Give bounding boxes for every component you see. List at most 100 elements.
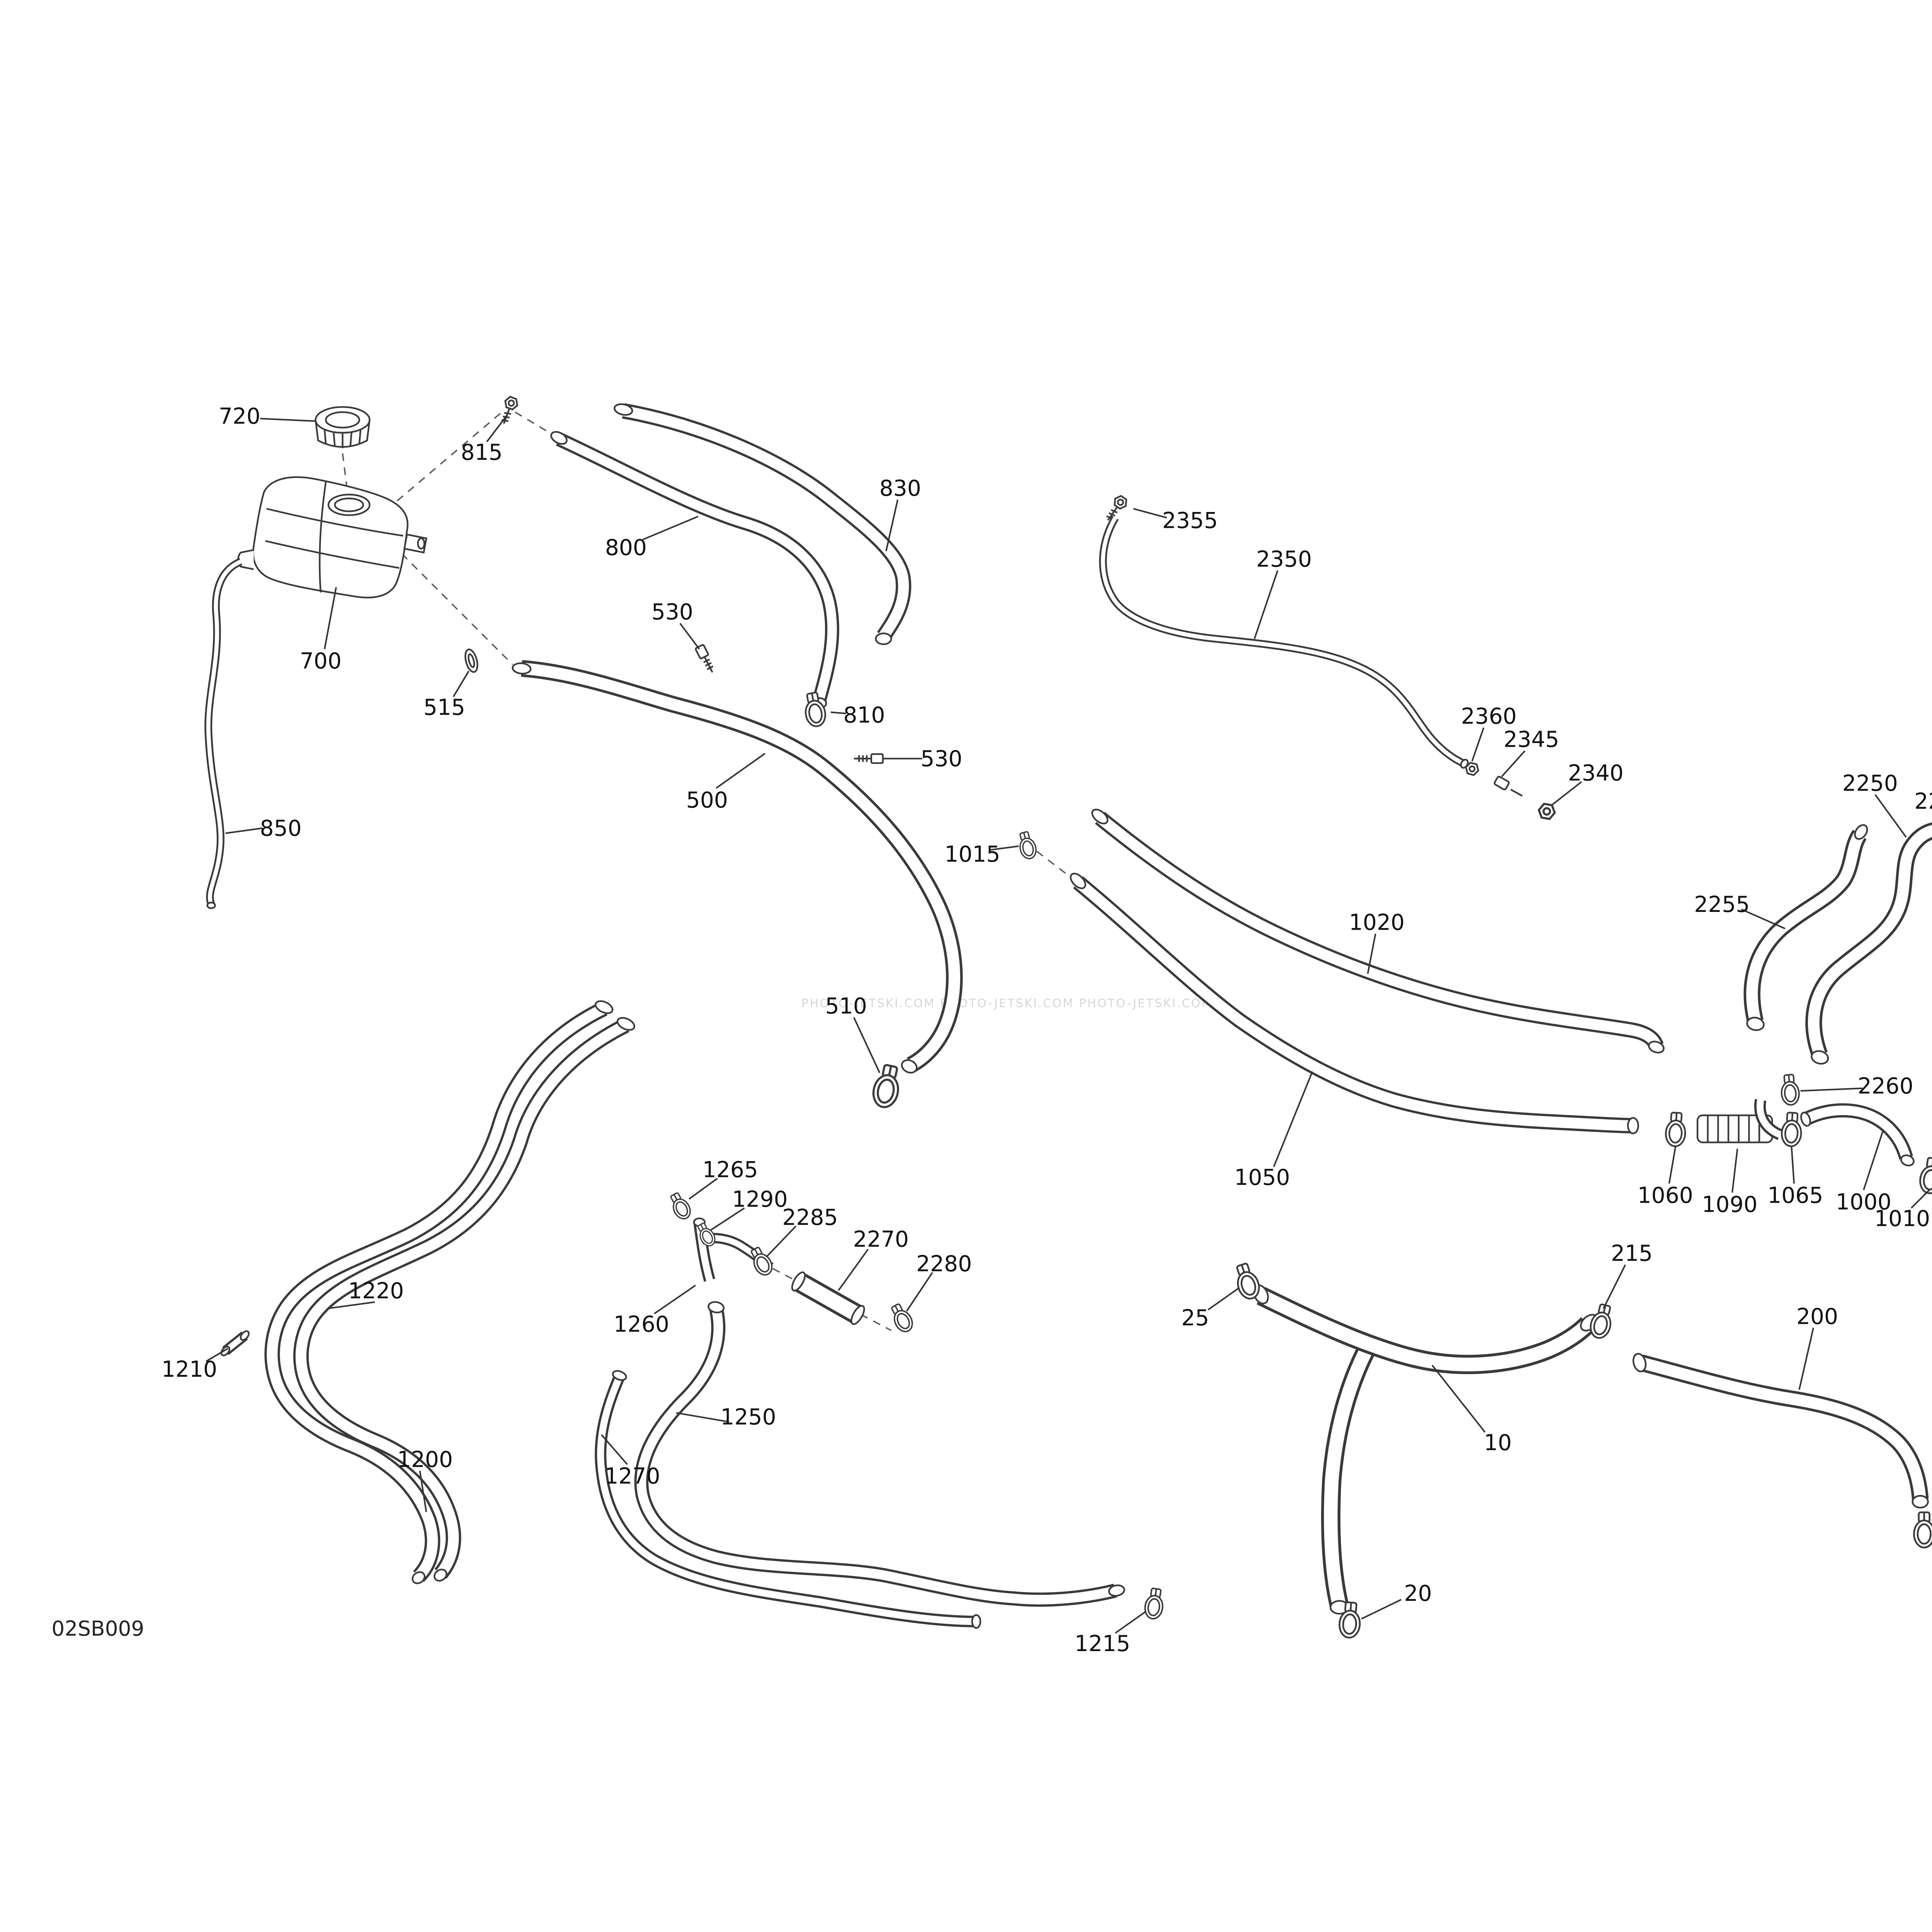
- hose-1050: [1070, 872, 1639, 1134]
- leader-line-1015: [989, 845, 1019, 851]
- hose-200: [1632, 1353, 1929, 1509]
- leader-line-1050: [1273, 1071, 1313, 1167]
- y-hose-10: [1253, 1284, 1599, 1615]
- clamp-1215: [1143, 1587, 1166, 1621]
- part-label-1000: 1000: [1836, 1189, 1891, 1215]
- part-label-1270: 1270: [604, 1464, 660, 1489]
- part-label-530: 530: [920, 746, 962, 772]
- hose-1020: [1091, 808, 1665, 1054]
- leader-line-1000: [1863, 1130, 1884, 1190]
- clamp-2260: [1779, 1073, 1801, 1107]
- leader-line-515: [452, 670, 469, 697]
- part-label-1010: 1010: [1874, 1206, 1930, 1231]
- leader-line-2340: [1551, 781, 1582, 806]
- leader-line-2360: [1471, 727, 1485, 762]
- part-label-1050: 1050: [1234, 1165, 1290, 1190]
- part-label-2345: 2345: [1503, 727, 1559, 752]
- leader-line-800: [642, 515, 699, 541]
- clamp-1060: [1665, 1112, 1686, 1147]
- leader-line-850: [225, 827, 263, 834]
- part-label-2360: 2360: [1461, 704, 1517, 729]
- leader-line-1200: [419, 1471, 427, 1512]
- reservoir-cap-720: [315, 406, 371, 448]
- leader-line-2270: [838, 1248, 869, 1291]
- part-label-1210: 1210: [162, 1357, 217, 1382]
- clamp-2285: [747, 1244, 776, 1279]
- part-label-1220: 1220: [348, 1278, 404, 1304]
- part-label-1060: 1060: [1638, 1183, 1693, 1208]
- hose-1270: [595, 1370, 981, 1629]
- leader-line-2250: [1874, 794, 1907, 838]
- part-label-2270: 2270: [853, 1226, 909, 1252]
- hose-1200: [293, 1017, 635, 1582]
- leader-line-2285: [765, 1225, 797, 1258]
- fitting-2345: [1493, 776, 1523, 797]
- leader-line-25: [1208, 1287, 1240, 1311]
- watermark-text: PHOTO-JETSKI.COM PHOTO-JETSKI.COM PHOTO-…: [801, 997, 1213, 1010]
- hose-1220: [264, 1000, 614, 1584]
- leader-line-1260: [654, 1284, 696, 1315]
- part-label-1290: 1290: [732, 1187, 787, 1212]
- leader-line-200: [1798, 1327, 1814, 1390]
- hose-830: [614, 403, 912, 645]
- leader-line-2280: [906, 1272, 933, 1312]
- part-label-2250: 2250: [1842, 771, 1898, 796]
- leader-line-1010: [1910, 1189, 1930, 1209]
- leader-line-510: [853, 1017, 881, 1073]
- part-label-200: 200: [1796, 1304, 1838, 1329]
- elbow-fitting-2260: [1754, 1099, 1782, 1140]
- leader-line-1020: [1367, 934, 1376, 974]
- leader-line-1060: [1668, 1146, 1677, 1184]
- part-label-10: 10: [1484, 1430, 1512, 1456]
- part-label-700: 700: [300, 648, 342, 674]
- leader-line-1090: [1731, 1148, 1738, 1193]
- part-label-1015: 1015: [944, 842, 1000, 867]
- clamp-1015: [1015, 830, 1039, 861]
- leader-line-720: [260, 418, 316, 422]
- part-label-20: 20: [1404, 1581, 1432, 1606]
- leader-line-1265: [689, 1178, 718, 1200]
- leader-line-2260: [1800, 1087, 1862, 1092]
- part-label-2285: 2285: [782, 1205, 838, 1230]
- part-label-1200: 1200: [397, 1447, 453, 1472]
- hose-2350: [1099, 515, 1469, 769]
- clamp-2280: [887, 1301, 917, 1335]
- tube-2270: [791, 1271, 865, 1325]
- clamp-215: [1588, 1303, 1615, 1340]
- leader-line-2350: [1253, 570, 1279, 639]
- hose-850: [204, 558, 243, 909]
- part-label-1090: 1090: [1702, 1192, 1757, 1217]
- part-label-1215: 1215: [1075, 1631, 1130, 1656]
- part-label-2350: 2350: [1256, 547, 1312, 572]
- part-label-1020: 1020: [1349, 910, 1405, 935]
- stub-1210: [220, 1330, 250, 1357]
- hose-2255: [1743, 824, 1868, 1031]
- part-label-515: 515: [423, 695, 465, 720]
- leader-line-1270: [601, 1434, 628, 1465]
- reservoir-tank-700: [237, 476, 427, 599]
- leader-line-1065: [1791, 1146, 1795, 1184]
- clamp-1065: [1781, 1112, 1802, 1147]
- diagram-code: 02SB009: [51, 1617, 144, 1641]
- part-label-2260: 2260: [1858, 1073, 1913, 1099]
- clamp-510: [871, 1063, 903, 1109]
- leader-line-1210: [206, 1348, 228, 1362]
- leader-line-500: [716, 753, 766, 789]
- clamp-1010: [1918, 1157, 1932, 1194]
- leader-line-530: [679, 623, 700, 650]
- part-label-530: 530: [651, 599, 693, 625]
- part-label-1065: 1065: [1767, 1183, 1823, 1208]
- part-label-2280: 2280: [916, 1251, 972, 1277]
- part-label-2355: 2355: [1162, 508, 1218, 534]
- part-label-2265: 2265: [1914, 789, 1932, 814]
- part-label-830: 830: [879, 476, 921, 501]
- leader-line-2345: [1501, 750, 1526, 777]
- leader-line-1220: [327, 1301, 375, 1310]
- part-label-510: 510: [825, 993, 867, 1019]
- leader-line-10: [1431, 1364, 1486, 1433]
- hose-500: [512, 660, 963, 1074]
- part-label-1260: 1260: [614, 1311, 669, 1337]
- clamp-1265: [667, 1190, 694, 1223]
